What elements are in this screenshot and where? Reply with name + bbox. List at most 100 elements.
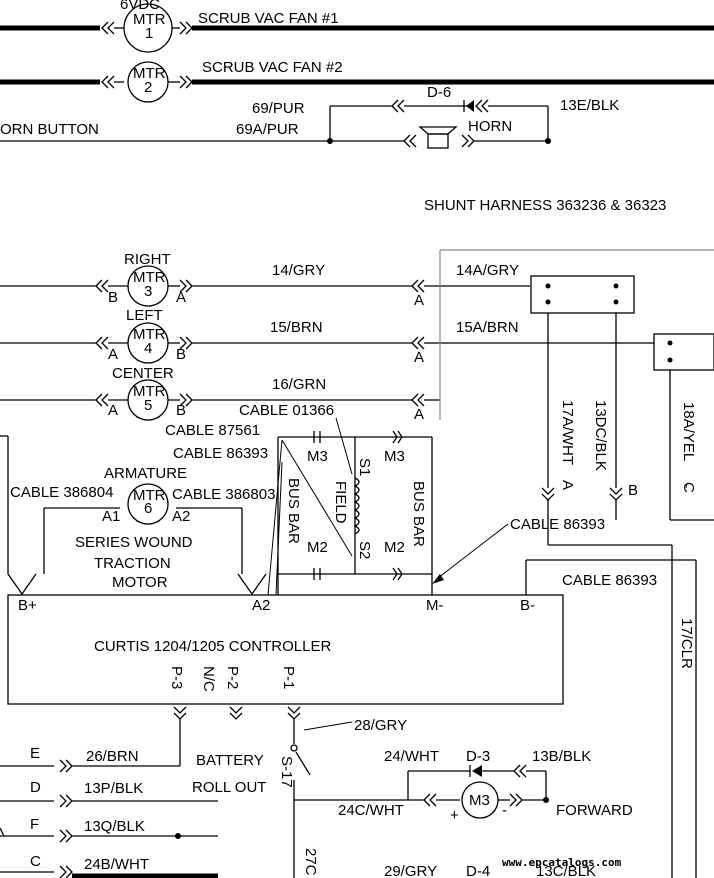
center-brush-mtr: MTR	[133, 383, 166, 400]
contactor-m3b-label: M3	[384, 448, 405, 465]
vac-fan-1-label: SCRUB VAC FAN #1	[198, 10, 339, 27]
right-brush-number: 3	[144, 283, 152, 300]
traction-desc-3: MOTOR	[112, 574, 168, 591]
wire-24c-wht: 24C/WHT	[338, 802, 404, 819]
controller-b-minus: B-	[520, 597, 535, 614]
row-c-letter: C	[30, 853, 41, 870]
wire-14-gry: 14/GRY	[272, 262, 325, 279]
center-brush-circuit: CENTER MTR 5 A B 16/GRN A	[0, 365, 440, 423]
traction-desc-1: SERIES WOUND	[75, 534, 193, 551]
vac-fan-1-number: 1	[145, 25, 153, 42]
wire-28-gry: 28/GRY	[354, 717, 407, 734]
curtis-controller: B+ A2 M- B- CURTIS 1204/1205 CONTROLLER …	[7, 559, 696, 766]
horn-circuit: ORN BUTTON 69/PUR 69A/PUR D-6 13E/BLK HO…	[0, 84, 619, 149]
traction-term-a2: A2	[172, 508, 190, 525]
contactor-m2a-icon	[313, 568, 321, 580]
vac-fan-1-mtr: MTR	[133, 11, 166, 28]
vac-fan-2-label: SCRUB VAC FAN #2	[202, 59, 343, 76]
horn-button-label: ORN BUTTON	[0, 121, 99, 138]
cable-87561-label: CABLE 87561	[165, 422, 260, 439]
left-brush-term-b: B	[176, 346, 186, 363]
controller-p1: P-1	[280, 666, 297, 689]
left-brush-circuit: LEFT MTR 4 A B 15/BRN A 15A/BRN	[0, 307, 654, 366]
controller-a2: A2	[252, 597, 270, 614]
cable-386803-label: CABLE 386803	[172, 486, 275, 503]
vac-fan-2-number: 2	[144, 79, 152, 96]
forward-label: FORWARD	[556, 802, 633, 819]
wire-14a-gry: 14A/GRY	[456, 262, 519, 279]
contactor-m2b-label: M2	[384, 539, 405, 556]
wire-24-wht: 24/WHT	[384, 748, 439, 765]
vac-fan-1-circuit: 6VDC MTR 1 SCRUB VAC FAN #1	[0, 0, 714, 53]
rollout-switch-icon	[290, 744, 298, 752]
forward-coil-minus: -	[502, 802, 507, 819]
shunt-harness-title: SHUNT HARNESS 363236 & 36323	[424, 197, 666, 214]
horn-wire-69a: 69A/PUR	[236, 121, 299, 138]
shunt-harness-frame: 17A/WHT A 13DC/BLK B 18A/YEL , C 17/CLR	[439, 249, 714, 878]
center-brush-conn-a: A	[414, 406, 424, 423]
bus-bar-left-label: BUS BAR	[285, 478, 302, 544]
switch-s17-label: S-17	[278, 756, 295, 788]
wire-13p-blk: 13P/BLK	[84, 780, 143, 797]
wire-16-grn: 16/GRN	[272, 376, 326, 393]
wire-18a-yel: 18A/YEL	[680, 402, 697, 461]
right-brush-term-b: B	[108, 289, 118, 306]
wire-29-gry: 29/GRY	[384, 863, 437, 878]
traction-number: 6	[144, 500, 152, 517]
lower-control-circuit: 28/GRY BATTERY ROLL OUT S-17 E 26/BRN D …	[0, 717, 633, 878]
controller-b-plus: B+	[18, 597, 37, 614]
vac-fan-2-circuit: MTR 2 SCRUB VAC FAN #2	[0, 59, 714, 103]
horn-icon	[418, 126, 458, 149]
cable-86393-label-b: CABLE 86393	[510, 516, 605, 533]
right-brush-circuit: RIGHT MTR 3 B A 14/GRY A 14A/GRY	[0, 251, 530, 309]
wire-15a-brn: 15A/BRN	[456, 319, 519, 336]
traction-motor	[127, 483, 169, 525]
wire-26-brn: 26/BRN	[86, 748, 139, 765]
left-brush-title: LEFT	[126, 307, 163, 324]
forward-coil-label: M3	[469, 792, 490, 809]
left-brush-mtr: MTR	[133, 326, 166, 343]
controller-p3: P-3	[168, 666, 185, 689]
controller-nc: N/C	[200, 666, 217, 692]
left-brush-conn-a: A	[414, 349, 424, 366]
center-brush-number: 5	[144, 397, 152, 414]
diode-d4-label: D-4	[466, 863, 490, 878]
watermark: www.epcatalogs.com	[502, 856, 622, 869]
field-s1-label: S1	[356, 458, 373, 476]
field-s2-label: S2	[356, 541, 373, 559]
diode-d6-label: D-6	[427, 84, 451, 101]
diode-d3-label: D-3	[466, 748, 490, 765]
controller-box	[7, 594, 564, 705]
contactor-m3a-icon	[313, 431, 321, 443]
wire-17-clr: 17/CLR	[678, 618, 695, 669]
right-brush-term-a: A	[176, 289, 186, 306]
wire-13q-blk: 13Q/BLK	[84, 818, 145, 835]
battery-label: BATTERY	[196, 752, 264, 769]
horn-label: HORN	[468, 118, 512, 135]
horn-wire-69: 69/PUR	[252, 100, 305, 117]
forward-coil-plus: +	[450, 807, 459, 824]
contactor-m2b-icon	[392, 567, 403, 581]
rollout-label: ROLL OUT	[192, 779, 266, 796]
cable-86393-label-a: CABLE 86393	[173, 445, 268, 462]
cable-386804-label: CABLE 386804	[10, 484, 113, 501]
cable-01366-label: CABLE 01366	[239, 402, 334, 419]
conn-letter-b: B	[628, 482, 638, 499]
traction-mtr: MTR	[133, 487, 166, 504]
field-winding-assembly: M3 M3 M2 M2 S1 S2 FIELD BUS BAR BUS BAR	[277, 430, 433, 581]
wire-13dc-blk: 13DC/BLK	[592, 400, 609, 471]
row-e-letter: E	[30, 745, 40, 762]
wire-17a-wht: 17A/WHT	[559, 400, 576, 465]
right-brush-conn-a: A	[414, 292, 424, 309]
left-brush-number: 4	[144, 340, 152, 357]
controller-title: CURTIS 1204/1205 CONTROLLER	[94, 638, 331, 655]
center-brush-title: CENTER	[112, 365, 174, 382]
field-coil-icon	[353, 477, 360, 535]
cable-callouts: CABLE 01366 CABLE 87561 CABLE 86393 CABL…	[165, 402, 657, 596]
right-brush-title: RIGHT	[124, 251, 171, 268]
connector-block-2	[653, 333, 714, 371]
connector-block-1	[530, 275, 635, 314]
conn-letter-c: C	[680, 482, 697, 493]
armature-label: ARMATURE	[104, 465, 187, 482]
